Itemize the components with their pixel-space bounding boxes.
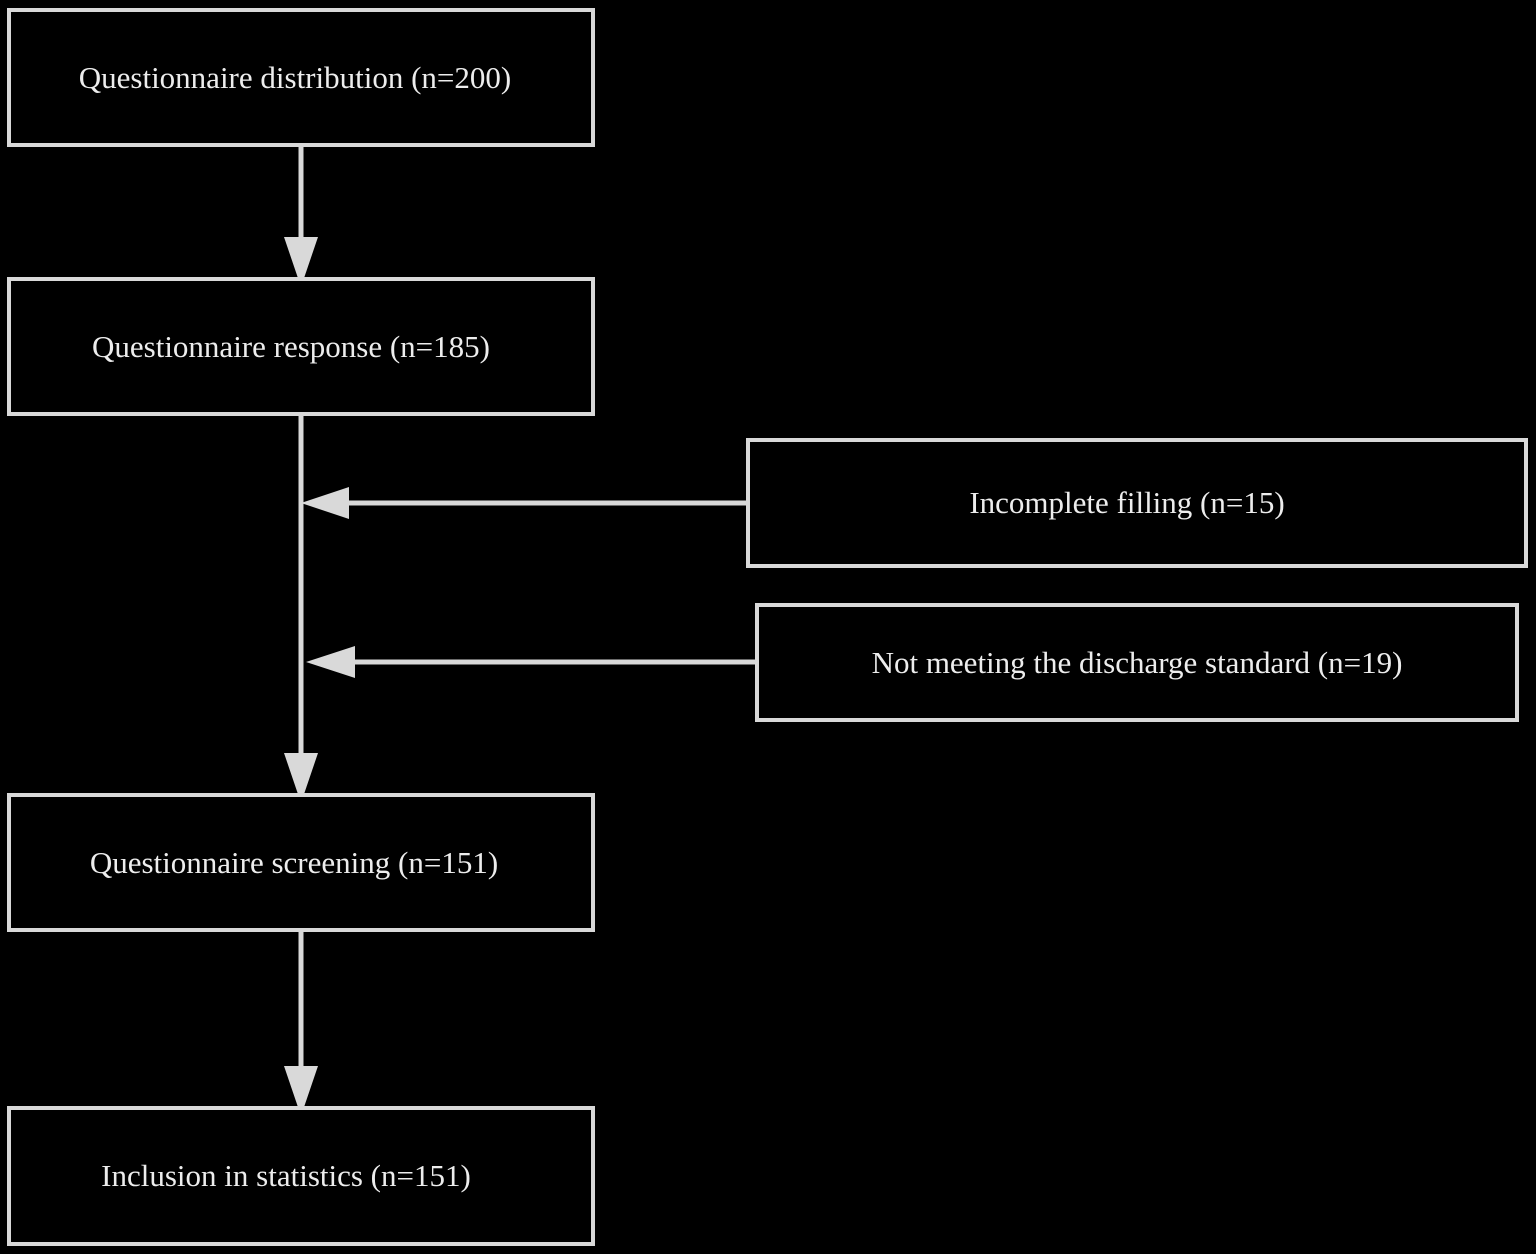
arrowhead-down-inclusion <box>284 1066 318 1116</box>
node-inclusion-in-statistics: Inclusion in statistics (n=151) <box>7 1106 595 1246</box>
arrowhead-down-response <box>284 237 318 287</box>
arrowhead-left-discharge <box>306 646 355 678</box>
node-incomplete-filling: Incomplete filling (n=15) <box>746 438 1528 568</box>
node-label: Questionnaire response (n=185) <box>92 328 490 364</box>
arrowhead-left-incomplete <box>301 487 349 519</box>
node-label: Inclusion in statistics (n=151) <box>101 1158 471 1193</box>
node-label: Questionnaire distribution (n=200) <box>78 59 512 95</box>
node-questionnaire-response: Questionnaire response (n=185) <box>7 277 595 416</box>
node-label: Incomplete filling (n=15) <box>969 485 1285 520</box>
arrowhead-down-screening <box>284 753 318 803</box>
node-questionnaire-distribution: Questionnaire distribution (n=200) <box>7 8 595 147</box>
node-not-meeting-discharge-standard: Not meeting the discharge standard (n=19… <box>755 603 1519 722</box>
node-label: Not meeting the discharge standard (n=19… <box>871 644 1403 680</box>
node-questionnaire-screening: Questionnaire screening (n=151) <box>7 793 595 932</box>
node-label: Questionnaire screening (n=151) <box>89 844 499 880</box>
